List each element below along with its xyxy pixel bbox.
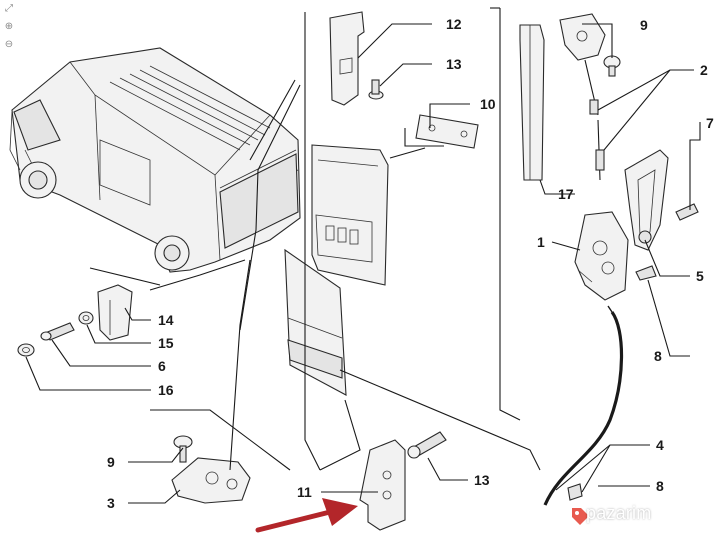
callout-3: 3 (107, 495, 115, 511)
callout-4: 4 (656, 437, 664, 453)
callout-17: 17 (558, 186, 574, 202)
part-8-clip (567, 483, 583, 501)
callout-11: 11 (297, 484, 312, 500)
part-11-angle-bracket (359, 439, 406, 531)
part-12-bracket (329, 11, 365, 106)
part-1-lock-body (574, 211, 629, 301)
part-13-bolt-lower (407, 431, 447, 459)
part-17-strip (519, 24, 545, 181)
callout-13-lower: 13 (474, 472, 490, 488)
part-7-handle (624, 149, 669, 251)
part-3-striker (171, 457, 251, 504)
rear-door-lower (284, 248, 347, 396)
part-9-bolt-lower (173, 435, 193, 463)
part-7-screw (675, 203, 699, 221)
part-13-screw (368, 79, 384, 100)
rear-door-upper (311, 144, 389, 286)
part-16-nut (17, 343, 35, 357)
part-10-plate (415, 114, 479, 149)
watermark-text: pazarim (586, 503, 652, 523)
leader-lines (25, 23, 701, 504)
part-6-screw (40, 322, 75, 341)
callout-10: 10 (480, 96, 496, 112)
part-4-cable (543, 305, 624, 506)
frame-lines (229, 7, 541, 471)
callout-12: 12 (446, 16, 462, 32)
callout-1: 1 (537, 234, 545, 250)
van-illustration (9, 47, 301, 273)
part-14-bumper (97, 284, 133, 341)
callout-numbers: 12 13 10 9 2 7 17 1 5 8 4 8 14 15 6 16 9… (107, 16, 714, 511)
callout-16: 16 (158, 382, 174, 398)
callout-8-lower: 8 (656, 478, 664, 494)
callout-14: 14 (158, 312, 174, 328)
zoom-in-icon[interactable]: ⊕ (4, 21, 14, 32)
callout-5: 5 (696, 268, 704, 284)
callout-2: 2 (700, 62, 708, 78)
callout-9-lower: 9 (107, 454, 115, 470)
part-2-lock-rod (559, 13, 606, 181)
part-15-nut (78, 311, 94, 325)
callout-13: 13 (446, 56, 462, 72)
highlight-arrow (255, 498, 358, 533)
expand-icon[interactable]: ⤢ (5, 3, 13, 14)
part-8-screw (635, 265, 657, 281)
tag-icon (572, 508, 589, 525)
callout-8: 8 (654, 348, 662, 364)
callout-7: 7 (706, 115, 714, 131)
callout-6: 6 (158, 358, 166, 374)
part-9-bolt (603, 55, 621, 77)
callout-15: 15 (158, 335, 174, 351)
zoom-out-icon[interactable]: ⊖ (4, 39, 14, 50)
callout-9: 9 (640, 17, 648, 33)
